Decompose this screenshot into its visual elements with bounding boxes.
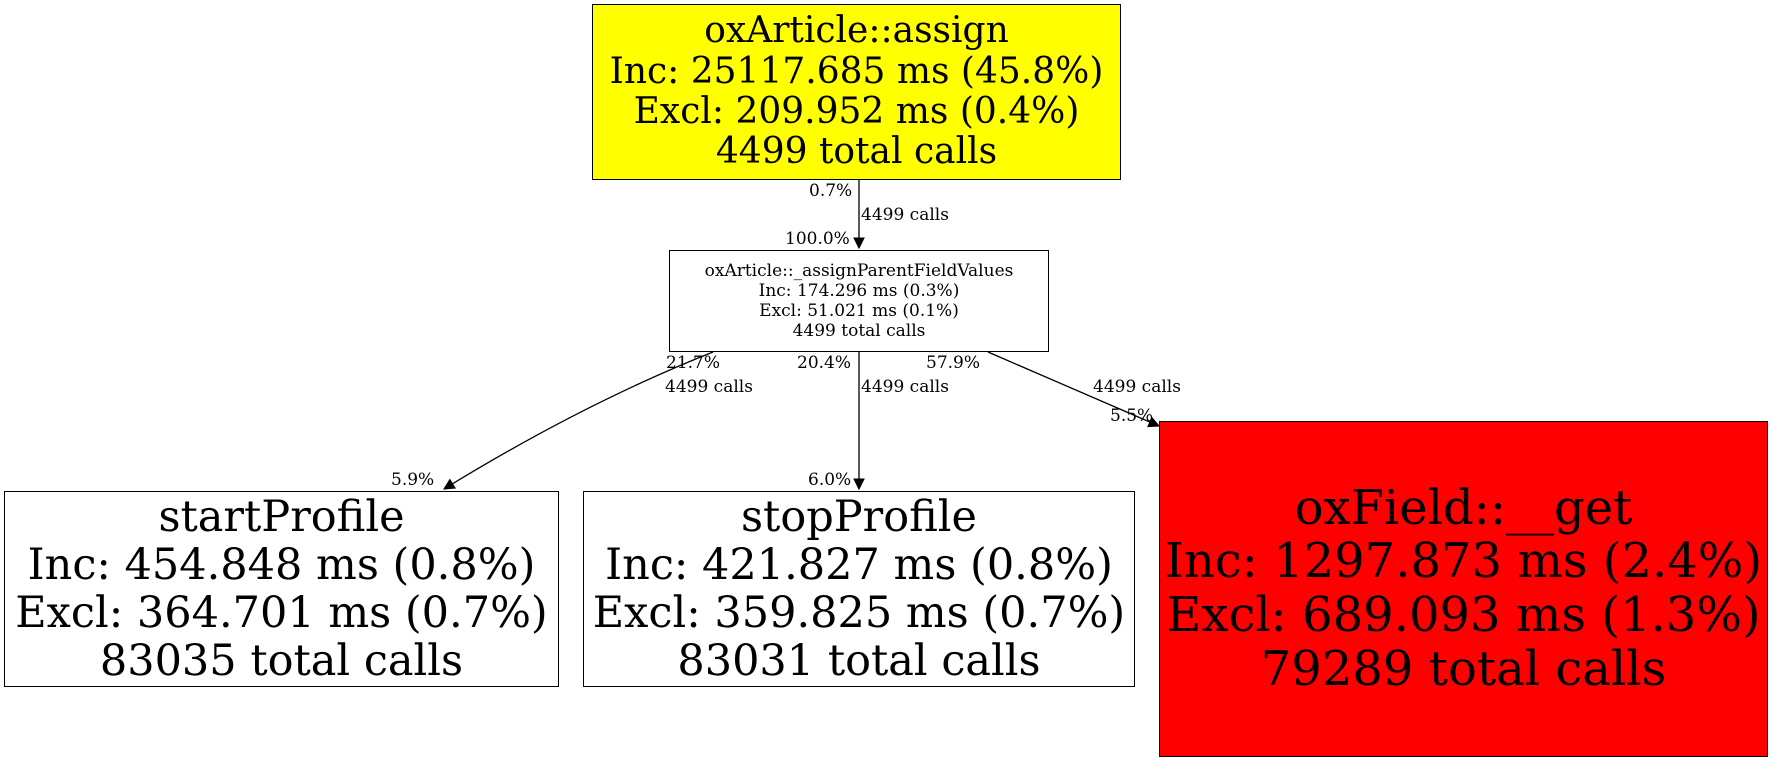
edge-mid-to-start [443, 351, 714, 490]
node-inclusive-time: Inc: 454.848 ms (0.8%) [27, 539, 536, 590]
node-oxarticle-assign[interactable]: oxArticle::assign Inc: 25117.685 ms (45.… [592, 4, 1121, 180]
node-title: oxArticle::_assignParentFieldValues [704, 260, 1014, 281]
edge-label-tail-percent: 57.9% [926, 353, 981, 373]
node-title: oxField::__get [1294, 479, 1633, 536]
node-total-calls: 4499 total calls [715, 131, 998, 173]
node-inclusive-time: Inc: 421.827 ms (0.8%) [605, 539, 1113, 590]
edge-label-calls: 4499 calls [861, 205, 949, 225]
edge-label-tail-percent: 21.7% [666, 353, 721, 373]
node-total-calls: 83035 total calls [99, 636, 464, 687]
node-oxfield-get[interactable]: oxField::__get Inc: 1297.873 ms (2.4%) E… [1159, 421, 1768, 757]
node-exclusive-time: Excl: 51.021 ms (0.1%) [759, 301, 959, 321]
edge-label-calls: 4499 calls [1093, 377, 1181, 397]
node-stopprofile[interactable]: stopProfile Inc: 421.827 ms (0.8%) Excl:… [583, 491, 1135, 687]
node-inclusive-time: Inc: 1297.873 ms (2.4%) [1164, 533, 1763, 590]
node-title: startProfile [158, 491, 405, 542]
edge-label-head-percent: 5.9% [391, 470, 435, 490]
edge-mid-to-get [987, 351, 1161, 428]
node-inclusive-time: Inc: 174.296 ms (0.3%) [758, 280, 960, 301]
edge-label-tail-percent: 0.7% [809, 181, 853, 201]
node-total-calls: 79289 total calls [1260, 640, 1667, 697]
node-exclusive-time: Excl: 209.952 ms (0.4%) [633, 91, 1080, 132]
edge-label-calls: 4499 calls [861, 377, 949, 397]
edge-label-tail-percent: 20.4% [797, 353, 852, 373]
edge-label-calls: 4499 calls [665, 377, 753, 397]
node-assign-parent-field-values[interactable]: oxArticle::_assignParentFieldValues Inc:… [669, 250, 1049, 352]
node-title: oxArticle::assign [704, 10, 1009, 52]
node-exclusive-time: Excl: 359.825 ms (0.7%) [592, 588, 1126, 638]
node-inclusive-time: Inc: 25117.685 ms (45.8%) [609, 50, 1104, 92]
edge-label-head-percent: 100.0% [785, 229, 850, 249]
node-total-calls: 4499 total calls [792, 321, 926, 342]
node-title: stopProfile [740, 491, 978, 542]
node-exclusive-time: Excl: 689.093 ms (1.3%) [1166, 587, 1761, 643]
edge-label-head-percent: 6.0% [808, 470, 852, 490]
node-startprofile[interactable]: startProfile Inc: 454.848 ms (0.8%) Excl… [4, 491, 559, 687]
edge-label-head-percent: 5.5% [1110, 406, 1154, 426]
node-exclusive-time: Excl: 364.701 ms (0.7%) [15, 588, 548, 638]
node-total-calls: 83031 total calls [677, 636, 1041, 687]
